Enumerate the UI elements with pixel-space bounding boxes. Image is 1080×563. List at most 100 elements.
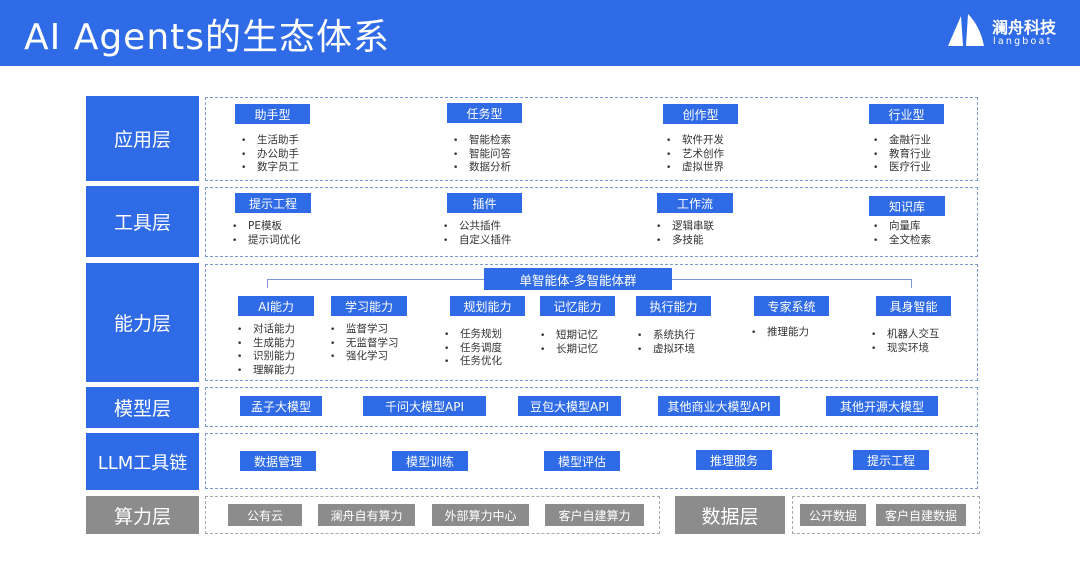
list-item: 教育行业 [873,148,931,162]
list-item: 监督学习 [330,323,399,337]
model-qwen-api: 千问大模型API [363,396,486,416]
list-item: 金融行业 [873,134,931,148]
cap-planning-list: 任务规划 任务调度 任务优化 [444,328,502,369]
compute-public-cloud: 公有云 [228,504,302,526]
app-type-creative: 创作型 [663,104,738,124]
capability-layer-label: 能力层 [86,263,199,382]
list-item: 任务规划 [444,328,502,342]
application-layer-box [205,97,978,181]
model-other-commercial-api: 其他商业大模型API [658,396,780,416]
list-item: 多技能 [656,234,714,248]
sail-icon [948,14,984,46]
list-item: 识别能力 [237,350,295,364]
cap-expert-system: 专家系统 [754,296,829,316]
app-type-assistant: 助手型 [235,104,310,124]
list-item: 自定义插件 [443,234,512,248]
list-item: 理解能力 [237,364,295,378]
cap-learning: 学习能力 [331,296,407,316]
tools-layer-label: 工具层 [86,186,199,257]
compute-customer-built: 客户自建算力 [545,504,644,526]
tools-layer-box [205,187,978,257]
list-item: 任务优化 [444,355,502,369]
list-item: 虚拟环境 [637,343,695,357]
list-item: 逻辑串联 [656,220,714,234]
list-item: 任务调度 [444,342,502,356]
list-item: 全文检索 [873,234,931,248]
list-item: 智能问答 [453,148,511,162]
app-task-list: 智能检索 智能问答 数据分析 [453,134,511,175]
app-assistant-list: 生活助手 办公助手 数字员工 [241,134,299,175]
tool-workflow: 工作流 [657,193,733,213]
list-item: 公共插件 [443,220,512,234]
cap-ai: AI能力 [238,296,314,316]
capability-layer-box [205,264,978,381]
list-item: 生活助手 [241,134,299,148]
cap-planning: 规划能力 [450,296,525,316]
agent-cluster-header: 单智能体-多智能体群 [484,268,672,290]
list-item: 强化学习 [330,350,399,364]
cap-memory-list: 短期记忆 长期记忆 [540,329,598,356]
toolchain-model-training: 模型训练 [392,451,468,471]
list-item: 机器人交互 [871,328,940,342]
cap-execution-list: 系统执行 虚拟环境 [637,329,695,356]
list-item: 生成能力 [237,337,295,351]
toolchain-data-management: 数据管理 [240,451,316,471]
list-item: 艺术创作 [666,148,724,162]
tool-plugin: 插件 [447,193,522,213]
data-public: 公开数据 [800,504,866,526]
application-layer-label: 应用层 [86,96,199,181]
list-item: 软件开发 [666,134,724,148]
list-item: 推理能力 [751,326,809,340]
list-item: 现实环境 [871,342,940,356]
cap-execution: 执行能力 [636,296,711,316]
tool-plugin-list: 公共插件 自定义插件 [443,220,512,247]
cap-embodied: 具身智能 [876,296,951,316]
list-item: 对话能力 [237,323,295,337]
tool-knowledge-base: 知识库 [869,196,945,216]
list-item: 智能检索 [453,134,511,148]
model-layer-box [205,387,978,427]
list-item: 医疗行业 [873,161,931,175]
logo-text: 澜舟科技 [992,18,1057,37]
data-customer-built: 客户自建数据 [876,504,966,526]
list-item: 向量库 [873,220,931,234]
cap-ai-list: 对话能力 生成能力 识别能力 理解能力 [237,323,295,377]
data-layer-box [792,496,980,534]
cap-memory: 记忆能力 [540,296,615,316]
data-layer-label: 数据层 [675,496,785,534]
tool-workflow-list: 逻辑串联 多技能 [656,220,714,247]
cap-expert-list: 推理能力 [751,326,809,340]
model-layer-label: 模型层 [86,387,199,428]
list-item: 办公助手 [241,148,299,162]
compute-langboat-own: 澜舟自有算力 [318,504,415,526]
list-item: 数字员工 [241,161,299,175]
app-industry-list: 金融行业 教育行业 医疗行业 [873,134,931,175]
compute-layer-box [205,496,660,534]
compute-external-center: 外部算力中心 [432,504,529,526]
compute-layer-label: 算力层 [86,496,199,534]
tool-prompt-engineering: 提示工程 [235,193,311,213]
list-item: 虚拟世界 [666,161,724,175]
list-item: 短期记忆 [540,329,598,343]
llm-toolchain-label: LLM工具链 [86,433,199,490]
header-bar: AI Agents的生态体系 澜舟科技 langboat [0,0,1080,66]
tool-knowledge-list: 向量库 全文检索 [873,220,931,247]
app-type-industry: 行业型 [869,104,944,124]
model-other-open-source: 其他开源大模型 [826,396,938,416]
company-logo: 澜舟科技 langboat [946,12,1071,52]
logo-subtext: langboat [993,36,1053,47]
model-doubao-api: 豆包大模型API [518,396,621,416]
toolchain-prompt-engineering: 提示工程 [853,450,929,470]
model-mengzi: 孟子大模型 [240,396,322,416]
toolchain-inference-service: 推理服务 [696,450,772,470]
list-item: 长期记忆 [540,343,598,357]
list-item: 数据分析 [453,161,511,175]
app-creative-list: 软件开发 艺术创作 虚拟世界 [666,134,724,175]
list-item: 系统执行 [637,329,695,343]
list-item: 提示词优化 [232,234,301,248]
cap-embodied-list: 机器人交互 现实环境 [871,328,940,355]
list-item: PE模板 [232,220,301,234]
app-type-task: 任务型 [447,103,522,123]
cap-learning-list: 监督学习 无监督学习 强化学习 [330,323,399,364]
llm-toolchain-box [205,433,978,489]
